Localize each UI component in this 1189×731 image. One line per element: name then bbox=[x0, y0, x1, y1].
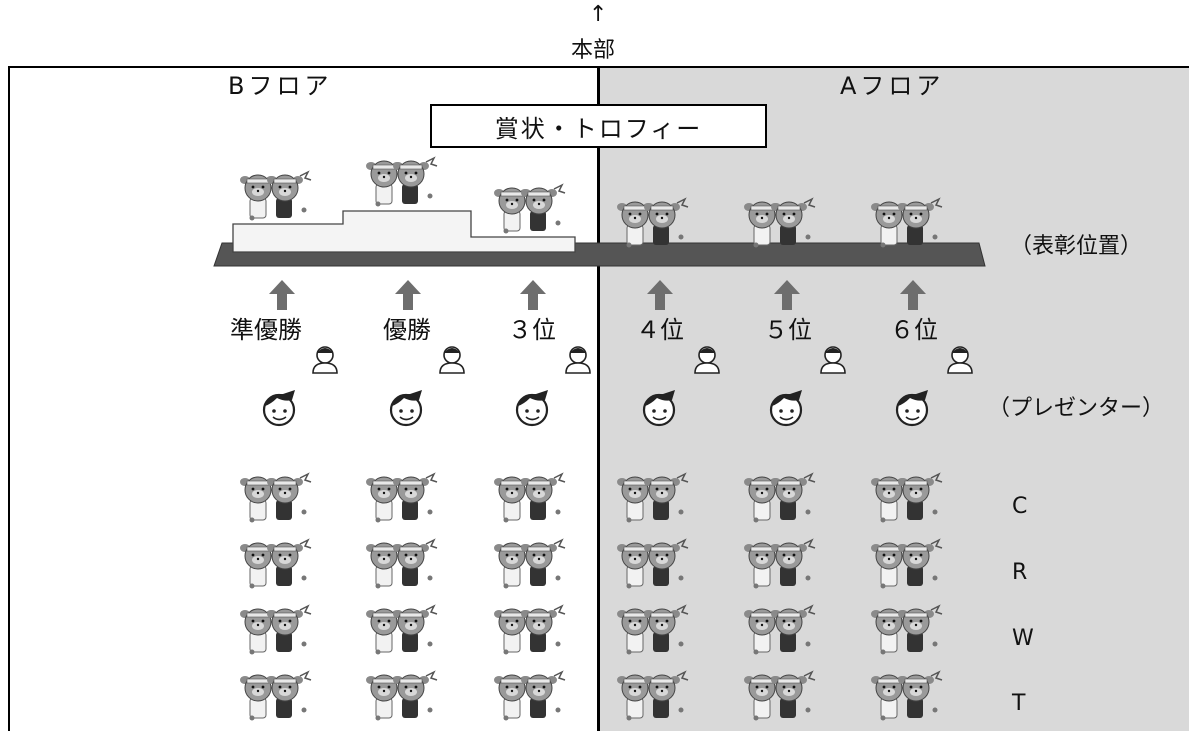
rank-label-4th: ４位 bbox=[636, 316, 684, 344]
podium bbox=[232, 210, 576, 253]
assistant-person-icon bbox=[565, 346, 591, 374]
team-row-r bbox=[240, 540, 942, 589]
presenter-face-icon bbox=[642, 388, 677, 427]
assistant-person-icon bbox=[820, 346, 846, 374]
assistant-person-icon bbox=[694, 346, 720, 374]
presenter-icons bbox=[262, 388, 930, 427]
team-row-w bbox=[240, 606, 942, 655]
direction-arrows bbox=[269, 280, 926, 310]
assistant-person-icon bbox=[312, 346, 338, 374]
arrow-up-icon bbox=[647, 280, 673, 310]
arrow-up-icon bbox=[774, 280, 800, 310]
bear-pair-3rd bbox=[494, 185, 565, 234]
floor-b-label: Bフロア bbox=[228, 72, 333, 100]
presenter-label: （プレゼンター） bbox=[988, 396, 1165, 421]
rank-label-winner: 優勝 bbox=[383, 316, 431, 344]
presenter-face-icon bbox=[895, 388, 930, 427]
frame-left-line bbox=[8, 66, 10, 731]
rank-label-3rd: ３位 bbox=[508, 316, 556, 344]
rank-label-runner-up: 準優勝 bbox=[230, 316, 302, 344]
presenter-face-icon bbox=[769, 388, 804, 427]
team-row-c bbox=[240, 474, 942, 523]
bear-pair-6th bbox=[871, 199, 942, 248]
team-row-t bbox=[240, 672, 942, 721]
row-label-t: T bbox=[1012, 691, 1026, 716]
presenter-face-icon bbox=[389, 388, 424, 427]
presenter-face-icon bbox=[515, 388, 550, 427]
hq-direction-arrow: ↑ bbox=[589, 2, 608, 27]
hq-label: 本部 bbox=[571, 38, 616, 63]
bear-pair-4th bbox=[617, 199, 688, 248]
arrow-up-icon bbox=[520, 280, 546, 310]
floor-divider-line bbox=[597, 66, 600, 731]
assistant-icons bbox=[312, 346, 973, 374]
floor-a-label: Aフロア bbox=[840, 72, 945, 100]
team-grid bbox=[240, 474, 942, 721]
bear-pair-runner-up bbox=[240, 172, 311, 221]
row-label-r: R bbox=[1012, 560, 1028, 585]
rank-label-6th: ６位 bbox=[890, 316, 938, 344]
assistant-person-icon bbox=[439, 346, 465, 374]
award-position-label: （表彰位置） bbox=[1010, 234, 1143, 259]
bear-pair-5th bbox=[744, 199, 815, 248]
award-table-box: 賞状・トロフィー bbox=[430, 104, 767, 148]
arrow-up-icon bbox=[395, 280, 421, 310]
rank-label-5th: ５位 bbox=[764, 316, 812, 344]
row-label-c: C bbox=[1012, 494, 1028, 519]
presenter-face-icon bbox=[262, 388, 297, 427]
assistant-person-icon bbox=[947, 346, 973, 374]
bear-pair-winner bbox=[366, 158, 437, 207]
arrow-up-icon bbox=[269, 280, 295, 310]
arrow-up-icon bbox=[900, 280, 926, 310]
award-table-label: 賞状・トロフィー bbox=[494, 114, 703, 143]
row-label-w: W bbox=[1012, 626, 1034, 651]
